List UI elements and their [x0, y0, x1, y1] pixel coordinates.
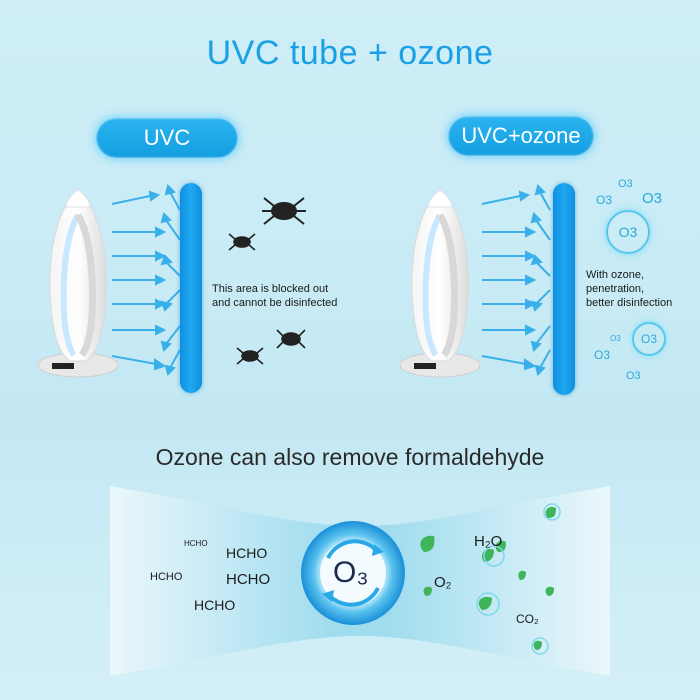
- ozone-molecule: O3: [642, 190, 663, 207]
- uvc-label-text: UVC: [143, 125, 191, 150]
- ozone-molecule: O3: [626, 370, 641, 382]
- mite-icon: [276, 329, 306, 349]
- leaf-icons: [420, 503, 561, 655]
- formaldehyde-label: HCHO: [150, 571, 183, 583]
- ozone-note-line3: better disinfection: [586, 297, 673, 309]
- barrier-wall-left: [180, 183, 202, 393]
- ozone-molecule: O3: [610, 334, 621, 343]
- ozone-note-line2: penetration,: [586, 283, 645, 295]
- section-subtitle: Ozone can also remove formaldehyde: [155, 444, 545, 470]
- formaldehyde-label: HCHO: [184, 539, 208, 548]
- blocked-note-line2: and cannot be disinfected: [212, 297, 338, 309]
- ozone-center-label: O₃: [333, 556, 369, 589]
- uvc-label: UVC: [96, 118, 238, 158]
- ozone-bubble: O3: [606, 210, 650, 254]
- ozone-molecule: O3: [618, 178, 633, 190]
- mite-icon: [228, 233, 256, 251]
- ozone-center-icon: [301, 521, 405, 625]
- blocked-note-line1: This area is blocked out: [212, 283, 329, 295]
- water-label: H₂O: [474, 533, 503, 550]
- page-title: UVC tube + ozone: [206, 34, 494, 72]
- oxygen-label: O₂: [434, 574, 452, 591]
- ozone-molecule: O3: [640, 332, 657, 346]
- uvc-ozone-lamp-icon: [399, 189, 481, 378]
- ozone-note: With ozone, penetration, better disinfec…: [586, 268, 672, 310]
- co2-label: CO₂: [516, 612, 539, 626]
- ozone-bubble: O3: [632, 322, 666, 356]
- ozone-molecule: O3: [618, 224, 638, 240]
- barrier-wall-right: [553, 183, 575, 395]
- uvc-ozone-label: UVC+ozone: [448, 116, 594, 156]
- mite-icon: [236, 347, 264, 365]
- mite-icon: [262, 197, 306, 225]
- uv-arrows-right: [481, 184, 551, 376]
- blocked-note: This area is blocked out and cannot be d…: [212, 282, 337, 310]
- ozone-note-line1: With ozone,: [586, 269, 645, 281]
- uvc-ozone-label-text: UVC+ozone: [461, 123, 581, 148]
- ozone-molecule: O3: [596, 193, 613, 207]
- ozone-molecule: O3: [594, 348, 611, 362]
- formaldehyde-label: HCHO: [226, 571, 271, 588]
- uv-arrows-left: [111, 184, 181, 376]
- formaldehyde-label: HCHO: [194, 597, 236, 613]
- uvc-lamp-icon: [37, 189, 119, 378]
- formaldehyde-label: HCHO: [226, 545, 268, 561]
